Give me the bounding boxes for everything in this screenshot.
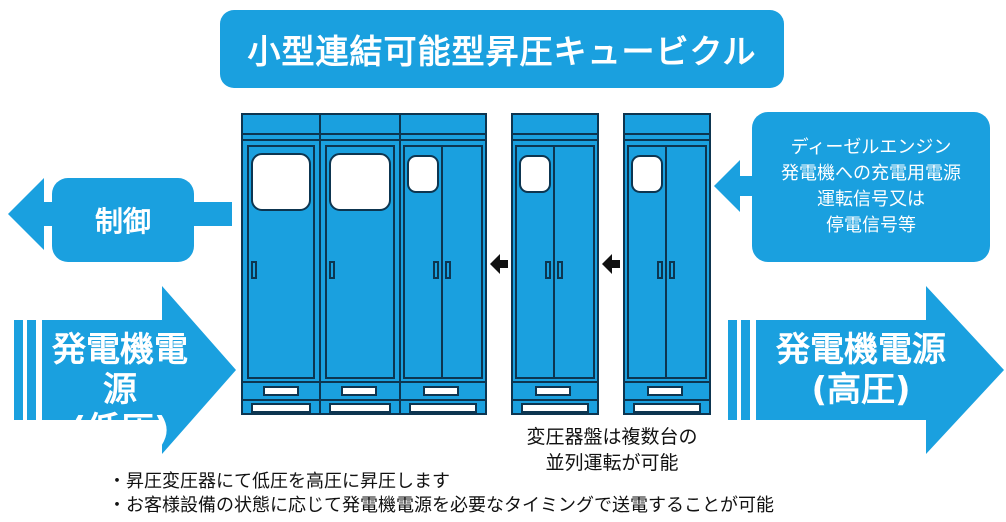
high-voltage-line1: 発電機電源	[776, 330, 946, 370]
signal-line: 運転信号又は	[817, 189, 925, 210]
caption-line1: 変圧器盤は複数台の	[526, 426, 698, 448]
low-voltage-arrow-icon	[14, 286, 236, 454]
signal-bubble: ディーゼルエンジン 発電機への充電用電源 運転信号又は 停電信号等	[752, 112, 990, 262]
high-voltage-label: 発電機電源 (高圧)	[776, 330, 946, 410]
parallel-arrow-icon-1	[490, 254, 508, 274]
note-item: ・お客様設備の状態に応じて発電機電源を必要なタイミングで送電することが可能	[108, 495, 774, 516]
low-voltage-line1: 発電機電源	[52, 330, 188, 410]
note-item: ・昇圧変圧器にて低圧を高圧に昇圧します	[108, 471, 450, 492]
control-label: 制御	[94, 205, 151, 238]
signal-line: 発電機への充電用電源	[781, 163, 961, 184]
signal-line: ディーゼルエンジン	[790, 137, 952, 158]
title-text: 小型連結可能型昇圧キュービクル	[247, 32, 757, 71]
signal-line: 停電信号等	[826, 215, 916, 236]
control-bubble: 制御	[52, 178, 194, 262]
caption-line2: 並列運転が可能	[545, 452, 679, 474]
signal-arrow-icon	[714, 160, 756, 212]
transformer-caption: 変圧器盤は複数台の 並列運転が可能	[512, 424, 712, 476]
parallel-arrow-icon-2	[602, 254, 620, 274]
low-voltage-line2: (低圧)	[70, 410, 170, 450]
cubicle-group-main	[241, 113, 487, 415]
cubicle-transformer-2	[623, 113, 711, 415]
high-voltage-line2: (高圧)	[811, 370, 911, 410]
cubicle-transformer-1	[511, 113, 599, 415]
high-voltage-arrow-icon	[728, 286, 1004, 454]
title-banner: 小型連結可能型昇圧キュービクル	[220, 10, 784, 88]
low-voltage-label: 発電機電源 (低圧)	[40, 330, 200, 450]
notes: ・昇圧変圧器にて低圧を高圧に昇圧します ・お客様設備の状態に応じて発電機電源を必…	[108, 470, 988, 518]
